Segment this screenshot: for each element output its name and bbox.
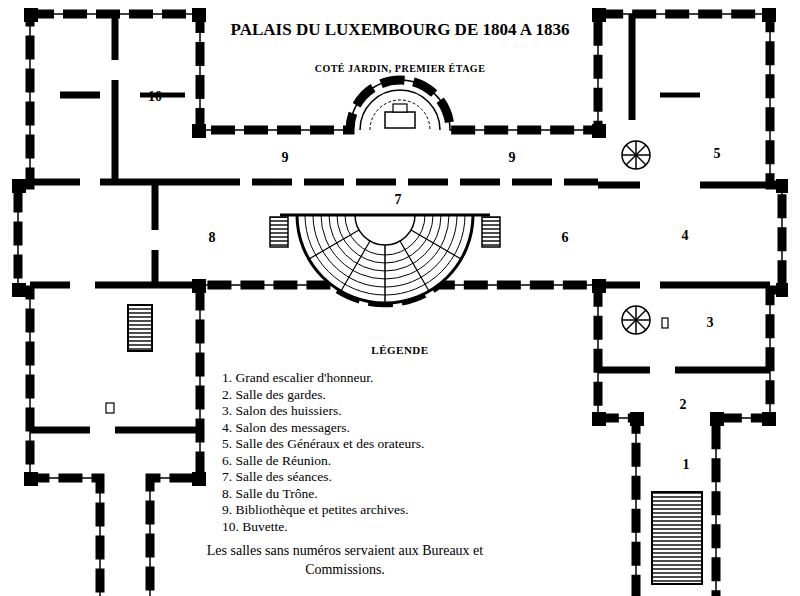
legend-entry: 9. Bibliothèque et petites archives. bbox=[222, 502, 424, 519]
legend-entry: 5. Salle des Généraux et des orateurs. bbox=[222, 436, 424, 453]
room-number: 4 bbox=[682, 228, 689, 244]
wall-niche bbox=[662, 318, 668, 328]
staircase bbox=[128, 305, 152, 351]
legend-entry: 2. Salle des gardes. bbox=[222, 387, 424, 404]
room-number: 5 bbox=[714, 146, 721, 162]
hemicycle bbox=[270, 215, 500, 303]
room-number: 8 bbox=[209, 230, 216, 246]
room-number: 2 bbox=[680, 397, 687, 413]
outer-wall bbox=[18, 14, 782, 596]
room-number: 7 bbox=[395, 192, 402, 208]
legend-entry: 6. Salle de Réunion. bbox=[222, 453, 424, 470]
legend-entry: 8. Salle du Trône. bbox=[222, 486, 424, 503]
legend: 1. Grand escalier d'honneur.2. Salle des… bbox=[222, 370, 424, 535]
wall-niche bbox=[106, 403, 114, 413]
plan-title: PALAIS DU LUXEMBOURG DE 1804 A 1836 bbox=[231, 20, 570, 40]
legend-entry: 4. Salon des messagers. bbox=[222, 420, 424, 437]
legend-heading: LÉGENDE bbox=[371, 344, 428, 356]
outer-wall bbox=[18, 14, 782, 596]
spiral-staircase bbox=[622, 141, 650, 334]
wall-pier bbox=[12, 8, 788, 486]
interior-wall bbox=[30, 14, 770, 430]
legend-entry: 10. Buvette. bbox=[222, 519, 424, 536]
legend-entry: 1. Grand escalier d'honneur. bbox=[222, 370, 424, 387]
room-number: 6 bbox=[562, 230, 569, 246]
footnote: Les salles sans numéros servaient aux Bu… bbox=[180, 541, 510, 579]
room-number: 9 bbox=[509, 150, 516, 166]
subtitle: COTÉ JARDIN, PREMIER ÉTAGE bbox=[315, 63, 486, 74]
room-number: 9 bbox=[282, 150, 289, 166]
room-number: 3 bbox=[707, 315, 714, 331]
room-number: 1 bbox=[683, 457, 690, 473]
legend-entry: 3. Salon des huissiers. bbox=[222, 403, 424, 420]
rotunda bbox=[360, 90, 440, 130]
room-number: 10 bbox=[148, 89, 162, 105]
legend-entry: 7. Salle des séances. bbox=[222, 469, 424, 486]
grand-staircase bbox=[652, 492, 702, 584]
